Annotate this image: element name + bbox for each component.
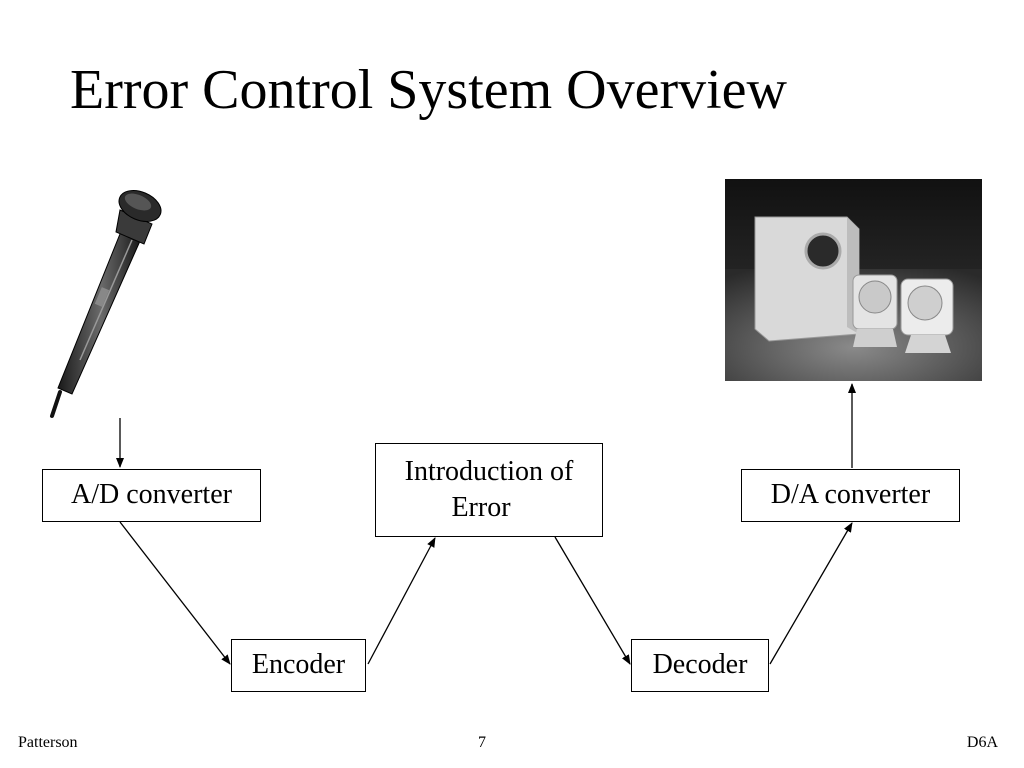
da-converter-label: D/A converter [770, 479, 931, 511]
slide-title: Error Control System Overview [70, 59, 787, 121]
arrow-encoder-to-introduction [367, 537, 436, 665]
footer-author: Patterson [18, 734, 78, 751]
ad-converter-box: A/D converter [42, 469, 261, 522]
decoder-label: Decoder [652, 649, 748, 681]
footer-page-number: 7 [478, 734, 486, 751]
speakers-image [725, 179, 982, 381]
introduction-label-line1: Introduction of [404, 455, 574, 487]
encoder-label: Encoder [251, 649, 346, 681]
ad-converter-label: A/D converter [71, 479, 232, 511]
arrow-decoder-to-da [769, 522, 853, 665]
introduction-label-line2: Error [451, 492, 511, 523]
microphone-image [50, 190, 162, 418]
da-converter-box: D/A converter [741, 469, 960, 522]
decoder-box: Decoder [631, 639, 769, 692]
arrow-introduction-to-decoder [554, 536, 631, 665]
introduction-of-error-box: Introduction of Error [375, 443, 603, 537]
arrow-ad-to-encoder [119, 521, 231, 665]
encoder-box: Encoder [231, 639, 366, 692]
footer-code: D6A [966, 734, 998, 751]
